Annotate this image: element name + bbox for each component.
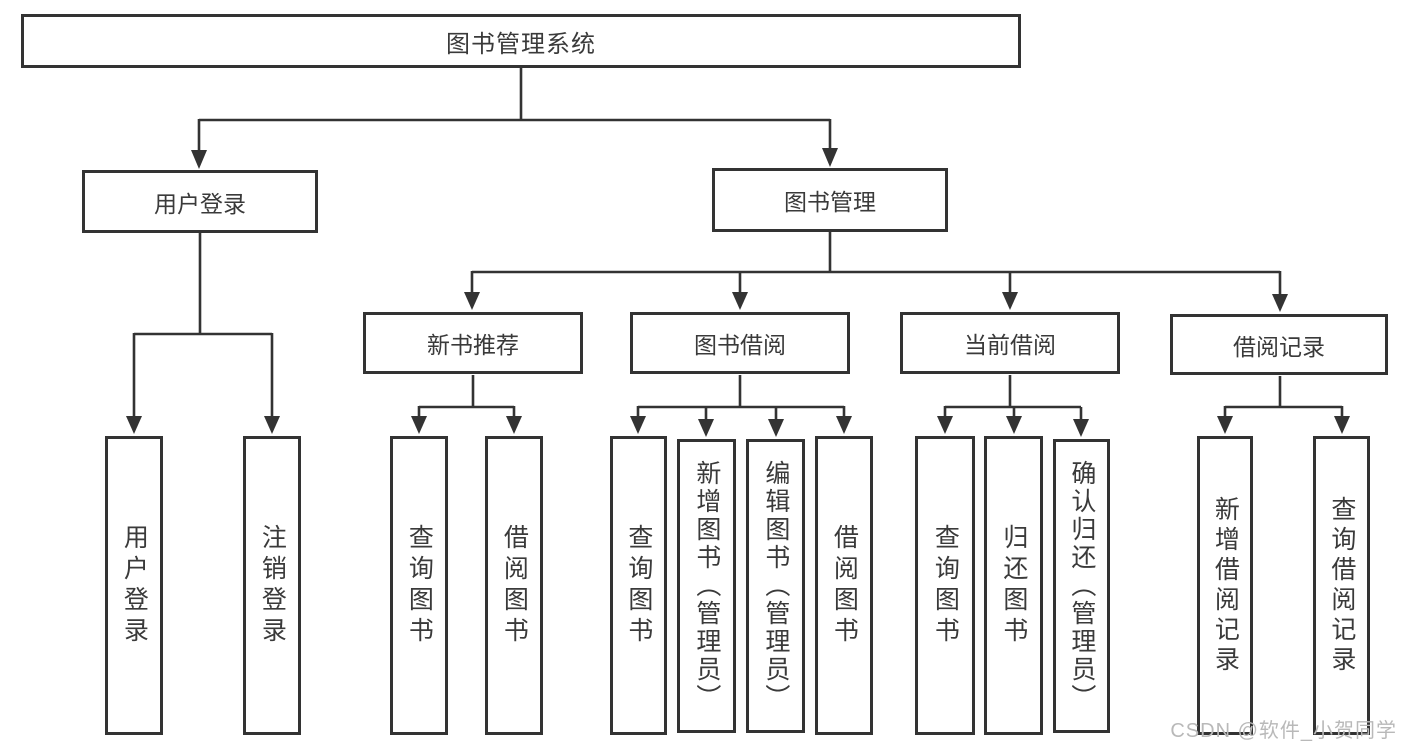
connector-user-login: [132, 233, 274, 417]
leaf-query-books-1-label: 查询图书: [405, 523, 434, 648]
leaf-borrow-books-2-label: 借阅图书: [830, 523, 859, 648]
arrowhead: [411, 416, 427, 434]
leaf-query-books-1: 查询图书: [390, 436, 448, 735]
leaf-logout-label: 注销登录: [258, 523, 287, 648]
csdn-watermark: CSDN @软件_小贺同学: [1170, 720, 1397, 742]
arrowhead: [1073, 419, 1089, 437]
leaf-add-books-admin: 新增图书（管理员）: [677, 439, 736, 733]
arrowhead: [836, 416, 852, 434]
node-new-book-rec: 新书推荐: [363, 312, 583, 374]
node-current-borrow: 当前借阅: [900, 312, 1120, 374]
arrowhead: [630, 416, 646, 434]
leaf-query-books-2-label: 查询图书: [624, 523, 653, 648]
node-root-label: 图书管理系统: [446, 30, 596, 58]
arrowhead: [191, 150, 207, 169]
arrowhead: [732, 292, 748, 310]
node-book-mgmt-label: 图书管理: [784, 189, 876, 215]
leaf-query-borrow-record-label: 查询借阅记录: [1327, 495, 1356, 676]
node-root: 图书管理系统: [21, 14, 1021, 68]
leaf-confirm-return-admin-label: 确认归还（管理员）: [1067, 460, 1096, 712]
leaf-borrow-books-1-label: 借阅图书: [500, 523, 529, 648]
leaf-return-books-label: 归还图书: [999, 523, 1028, 648]
leaf-user-login: 用户登录: [105, 436, 163, 735]
arrowhead: [264, 416, 280, 434]
leaf-query-books-3: 查询图书: [915, 436, 975, 735]
node-new-book-rec-label: 新书推荐: [427, 332, 519, 358]
arrowhead: [1006, 416, 1022, 434]
leaf-query-books-2: 查询图书: [610, 436, 667, 735]
node-borrow-records: 借阅记录: [1170, 314, 1388, 375]
connector-book-borrow: [636, 375, 846, 420]
arrowhead: [1217, 416, 1233, 434]
leaf-add-borrow-record-label: 新增借阅记录: [1211, 495, 1240, 676]
node-book-mgmt: 图书管理: [712, 168, 948, 232]
leaf-add-borrow-record: 新增借阅记录: [1197, 436, 1253, 735]
arrowhead: [126, 416, 142, 434]
node-current-borrow-label: 当前借阅: [964, 332, 1056, 358]
leaf-return-books: 归还图书: [984, 436, 1043, 735]
node-borrow-records-label: 借阅记录: [1233, 333, 1325, 360]
leaf-borrow-books-2: 借阅图书: [815, 436, 873, 735]
arrowhead: [1002, 292, 1018, 310]
arrowhead: [698, 419, 714, 437]
arrowhead: [506, 416, 522, 434]
arrowhead: [1334, 416, 1350, 434]
leaf-logout: 注销登录: [243, 436, 301, 735]
arrowhead: [937, 416, 953, 434]
connector-root: [197, 68, 832, 152]
leaf-user-login-label: 用户登录: [120, 523, 149, 648]
node-book-borrow: 图书借阅: [630, 312, 850, 374]
leaf-query-borrow-record: 查询借阅记录: [1313, 436, 1370, 735]
arrowhead: [768, 419, 784, 437]
node-book-borrow-label: 图书借阅: [694, 332, 786, 358]
connector-borrow-records: [1223, 376, 1344, 418]
leaf-borrow-books-1: 借阅图书: [485, 436, 543, 735]
leaf-confirm-return-admin: 确认归还（管理员）: [1053, 439, 1110, 733]
node-user-login: 用户登录: [82, 170, 318, 233]
leaf-edit-books-admin: 编辑图书（管理员）: [746, 439, 805, 733]
connector-current-borrow: [943, 375, 1083, 420]
arrowhead: [464, 292, 480, 310]
arrowhead: [1272, 294, 1288, 312]
arrowhead: [822, 148, 838, 167]
connector-book-mgmt: [470, 232, 1282, 294]
node-user-login-label: 用户登录: [154, 190, 246, 217]
connector-new-book-rec: [417, 375, 516, 418]
leaf-edit-books-admin-label: 编辑图书（管理员）: [761, 460, 790, 712]
leaf-add-books-admin-label: 新增图书（管理员）: [692, 460, 721, 712]
leaf-query-books-3-label: 查询图书: [931, 523, 960, 648]
